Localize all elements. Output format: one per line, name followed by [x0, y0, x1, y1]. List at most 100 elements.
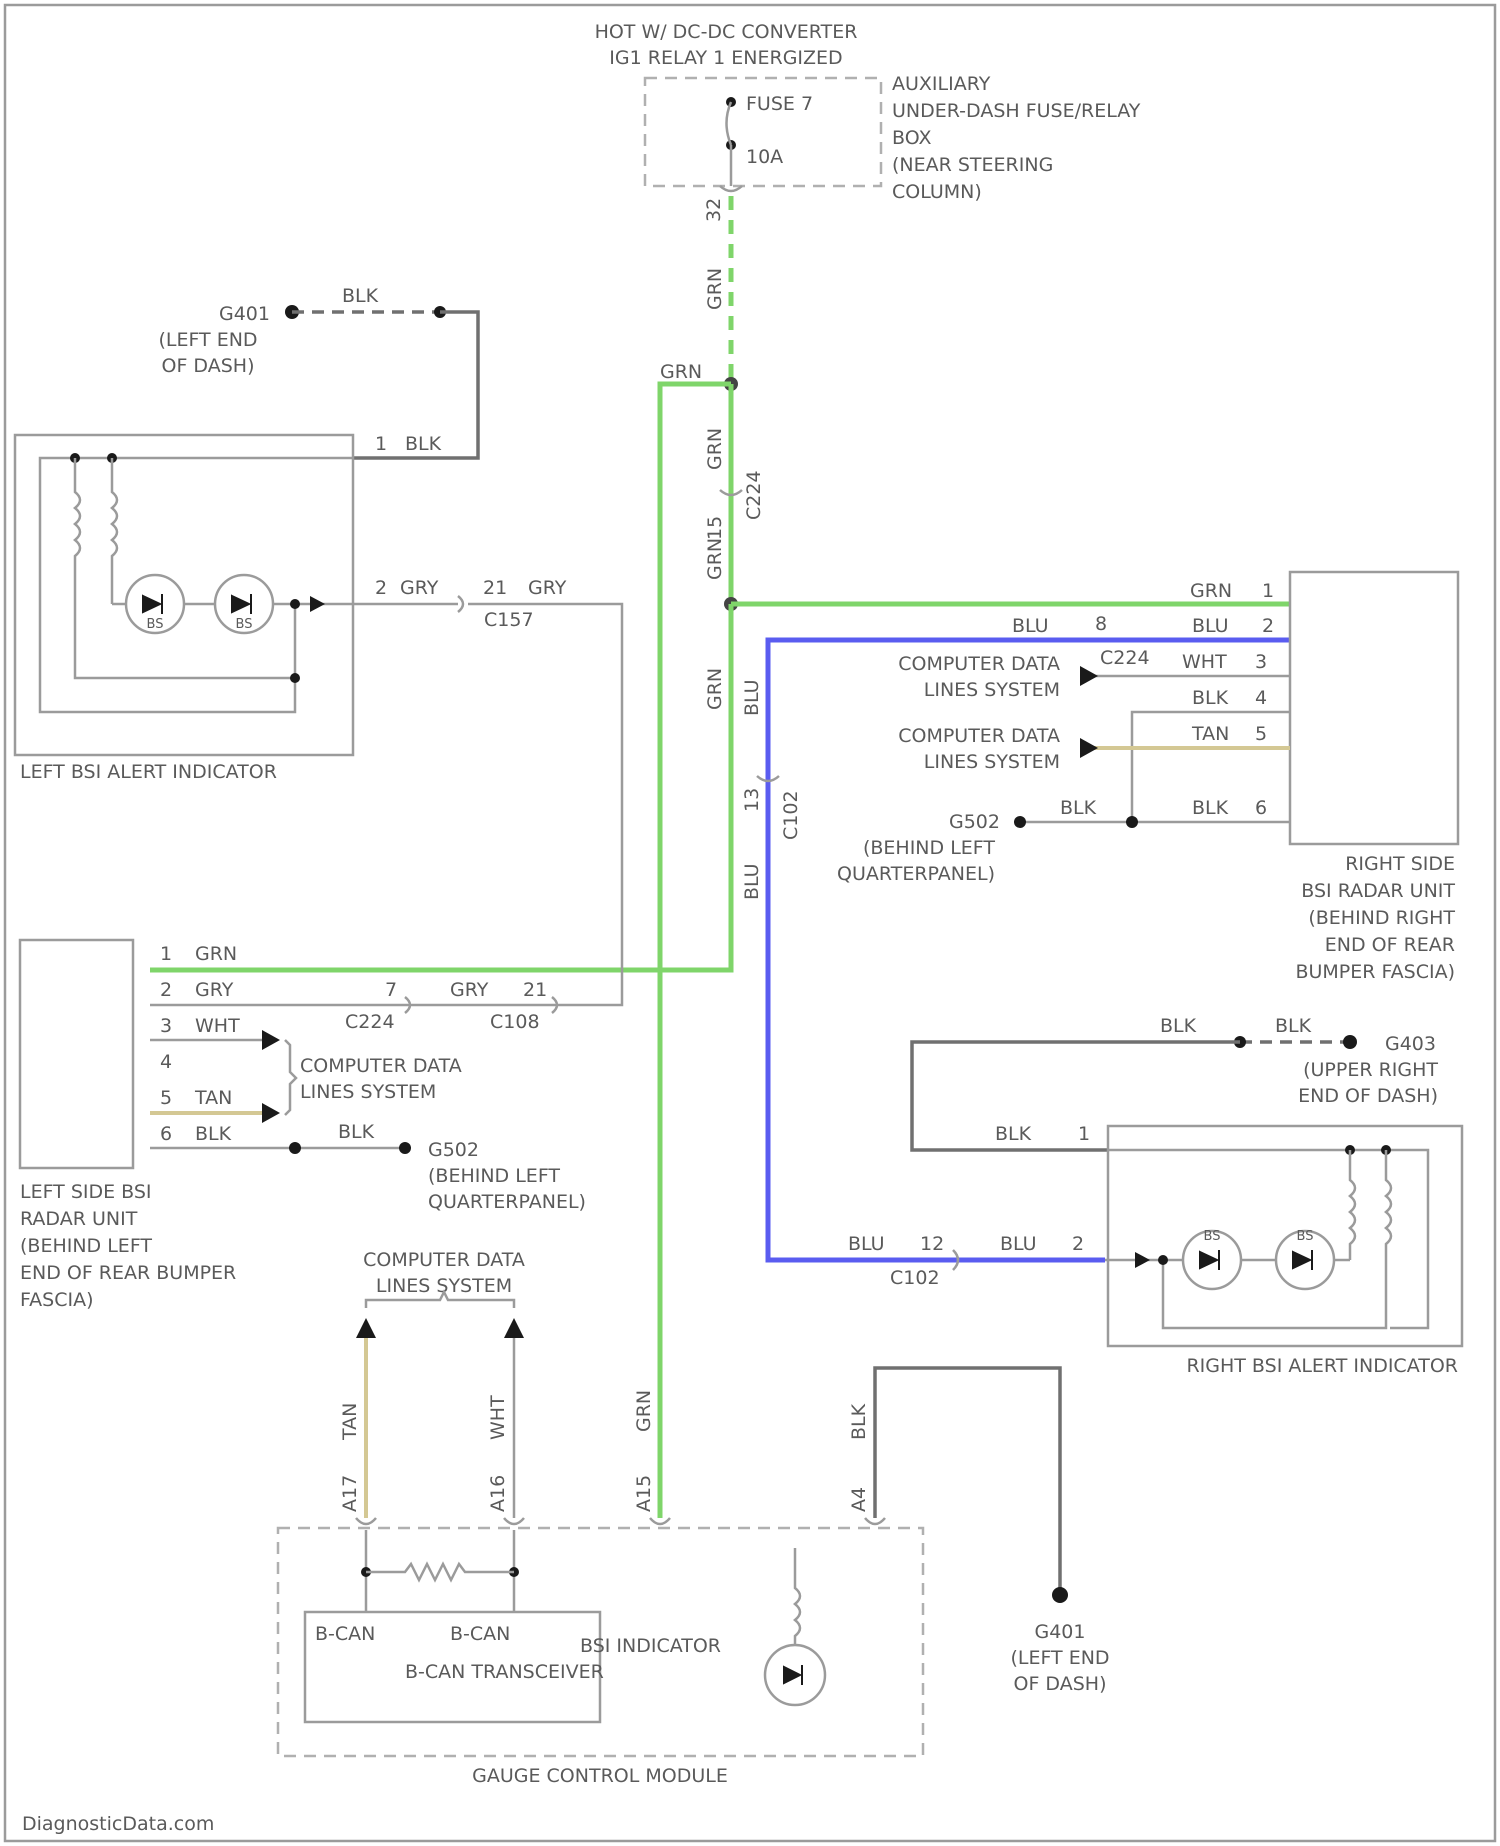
g401-bottom-symbol [1052, 1587, 1068, 1603]
g502-right-symbol [1014, 816, 1026, 828]
g401-top-loc2: OF DASH) [162, 355, 255, 377]
left-alert-pin1: 1 [375, 433, 387, 455]
right-radar-ground-splice [1126, 816, 1138, 828]
g401-bottom-loc1: (LEFT END [1010, 1647, 1109, 1669]
blu-bottom-label-2: BLU [1000, 1233, 1037, 1255]
left-radar-name-1: LEFT SIDE BSI [20, 1181, 152, 1203]
g502-right-loc1: (BEHIND LEFT [863, 837, 995, 859]
g502-left-loc1: (BEHIND LEFT [428, 1165, 560, 1187]
right-cdl-2-line1: COMPUTER DATA [898, 725, 1060, 747]
right-alert-box [1108, 1126, 1462, 1346]
right-led2-label: BS [1297, 1229, 1314, 1244]
left-alert-gry-label: GRY [400, 577, 439, 599]
grn-down-label-2: GRN [704, 538, 726, 580]
left-radar-name-4: END OF REAR BUMPER [20, 1262, 236, 1284]
left-radar-pin5: 5 [160, 1087, 172, 1109]
g401-bottom-id: G401 [1035, 1621, 1086, 1643]
c157-gry-label: GRY [528, 577, 567, 599]
gauge-blk-label: BLK [848, 1403, 870, 1440]
left-alert-pin2: 2 [375, 577, 387, 599]
right-radar-pin1: 1 [1262, 580, 1274, 602]
gauge-module-name: GAUGE CONTROL MODULE [472, 1765, 728, 1787]
right-radar-pin2: 2 [1262, 615, 1274, 637]
c157-connector [458, 596, 463, 612]
left-cdl-line1: COMPUTER DATA [300, 1055, 462, 1077]
power-source-line1: HOT W/ DC-DC CONVERTER [595, 21, 858, 43]
bcan-label-1: B-CAN [315, 1623, 375, 1645]
left-cdl-brace [285, 1040, 296, 1115]
g401-top-wire-label: BLK [342, 285, 379, 307]
fuse-box-name-1: AUXILIARY [892, 73, 991, 95]
gauge-control-module: B-CAN B-CAN B-CAN TRANSCEIVER BSI INDICA… [278, 1518, 923, 1787]
g502-left-loc2: QUARTERPANEL) [428, 1191, 586, 1213]
right-cdl-2-line2: LINES SYSTEM [924, 751, 1060, 773]
right-radar-pin5: 5 [1255, 723, 1267, 745]
c157-label: C157 [484, 609, 534, 631]
right-cdl-1-line2: LINES SYSTEM [924, 679, 1060, 701]
pin-a15: A15 [633, 1475, 655, 1512]
c102-vert-label: C102 [780, 790, 802, 840]
wht-arrow-up [504, 1318, 524, 1338]
left-radar-gry-label-2: GRY [450, 979, 489, 1001]
right-alert-blk-label: BLK [995, 1123, 1032, 1145]
grn-right-label: GRN [1190, 580, 1232, 602]
left-radar-blk-label: BLK [195, 1123, 232, 1145]
tan-arrow-up [356, 1318, 376, 1338]
right-radar-arrow-tan [1080, 738, 1098, 758]
left-radar-pin2: 2 [160, 979, 172, 1001]
left-radar-wht-label: WHT [195, 1015, 240, 1037]
c102-bottom-label: C102 [890, 1267, 940, 1289]
fuse-box-name-2: UNDER-DASH FUSE/RELAY [892, 100, 1141, 122]
g403-loc1: (UPPER RIGHT [1303, 1059, 1438, 1081]
right-radar-name-5: BUMPER FASCIA) [1295, 961, 1455, 983]
c108-pin: 21 [523, 979, 547, 1001]
g403-symbol [1343, 1035, 1357, 1049]
grn-gauge-label: GRN [660, 361, 702, 383]
fuse-amps: 10A [746, 146, 783, 168]
fuse-element [727, 102, 732, 145]
c224-right-label: C224 [1100, 647, 1150, 669]
right-radar-box [1290, 572, 1458, 844]
right-radar-blk6-label: BLK [1192, 797, 1229, 819]
g403-loc2: END OF DASH) [1298, 1085, 1438, 1107]
grn-gauge-label-lower: GRN [633, 1390, 655, 1432]
pin-a17: A17 [339, 1475, 361, 1512]
fuse-number: FUSE 7 [746, 93, 813, 115]
left-cdl-line2: LINES SYSTEM [300, 1081, 436, 1103]
g403-id: G403 [1385, 1033, 1436, 1055]
left-radar-pin1: 1 [160, 943, 172, 965]
fuse-box-name-5: COLUMN) [892, 181, 982, 203]
left-radar-name-3: (BEHIND LEFT [20, 1235, 152, 1257]
grn-feed-label: GRN [704, 268, 726, 310]
right-radar-pin6: 6 [1255, 797, 1267, 819]
c157-pin: 21 [483, 577, 507, 599]
c224-left-label: C224 [345, 1011, 395, 1033]
right-alert-indicator: BLK G403 (UPPER RIGHT END OF DASH) BLK B… [912, 1015, 1462, 1377]
left-alert-box [15, 435, 353, 755]
right-alert-pin1: 1 [1078, 1123, 1090, 1145]
right-alert-gnd-label: BLK [1160, 1015, 1197, 1037]
grn-down-label: GRN [704, 428, 726, 470]
gauge-blk-ground-wire [875, 1368, 1060, 1595]
gauge-conn-a15 [650, 1518, 670, 1524]
grn-left-label-2: GRN [195, 943, 237, 965]
left-radar-arrow-wht [262, 1030, 280, 1050]
gauge-cdl-line1: COMPUTER DATA [363, 1249, 525, 1271]
g502-right-loc2: QUARTERPANEL) [837, 863, 995, 885]
c224-left-pin: 7 [385, 979, 397, 1001]
page-border [5, 5, 1495, 1841]
g401-top-id: G401 [219, 303, 270, 325]
c224-right-pin: 8 [1095, 613, 1107, 635]
left-alert-blk-label: BLK [405, 433, 442, 455]
c108-label: C108 [490, 1011, 540, 1033]
left-radar-pin4: 4 [160, 1051, 172, 1073]
right-radar-name-2: BSI RADAR UNIT [1301, 880, 1455, 902]
right-radar-wht-label: WHT [1182, 651, 1227, 673]
right-radar-name-3: (BEHIND RIGHT [1308, 907, 1455, 929]
left-radar-gnd-label: BLK [338, 1121, 375, 1143]
blu-right-label-2: BLU [1192, 615, 1229, 637]
right-alert-pin2: 2 [1072, 1233, 1084, 1255]
left-led1-label: BS [147, 617, 164, 632]
right-radar-name-4: END OF REAR [1325, 934, 1455, 956]
